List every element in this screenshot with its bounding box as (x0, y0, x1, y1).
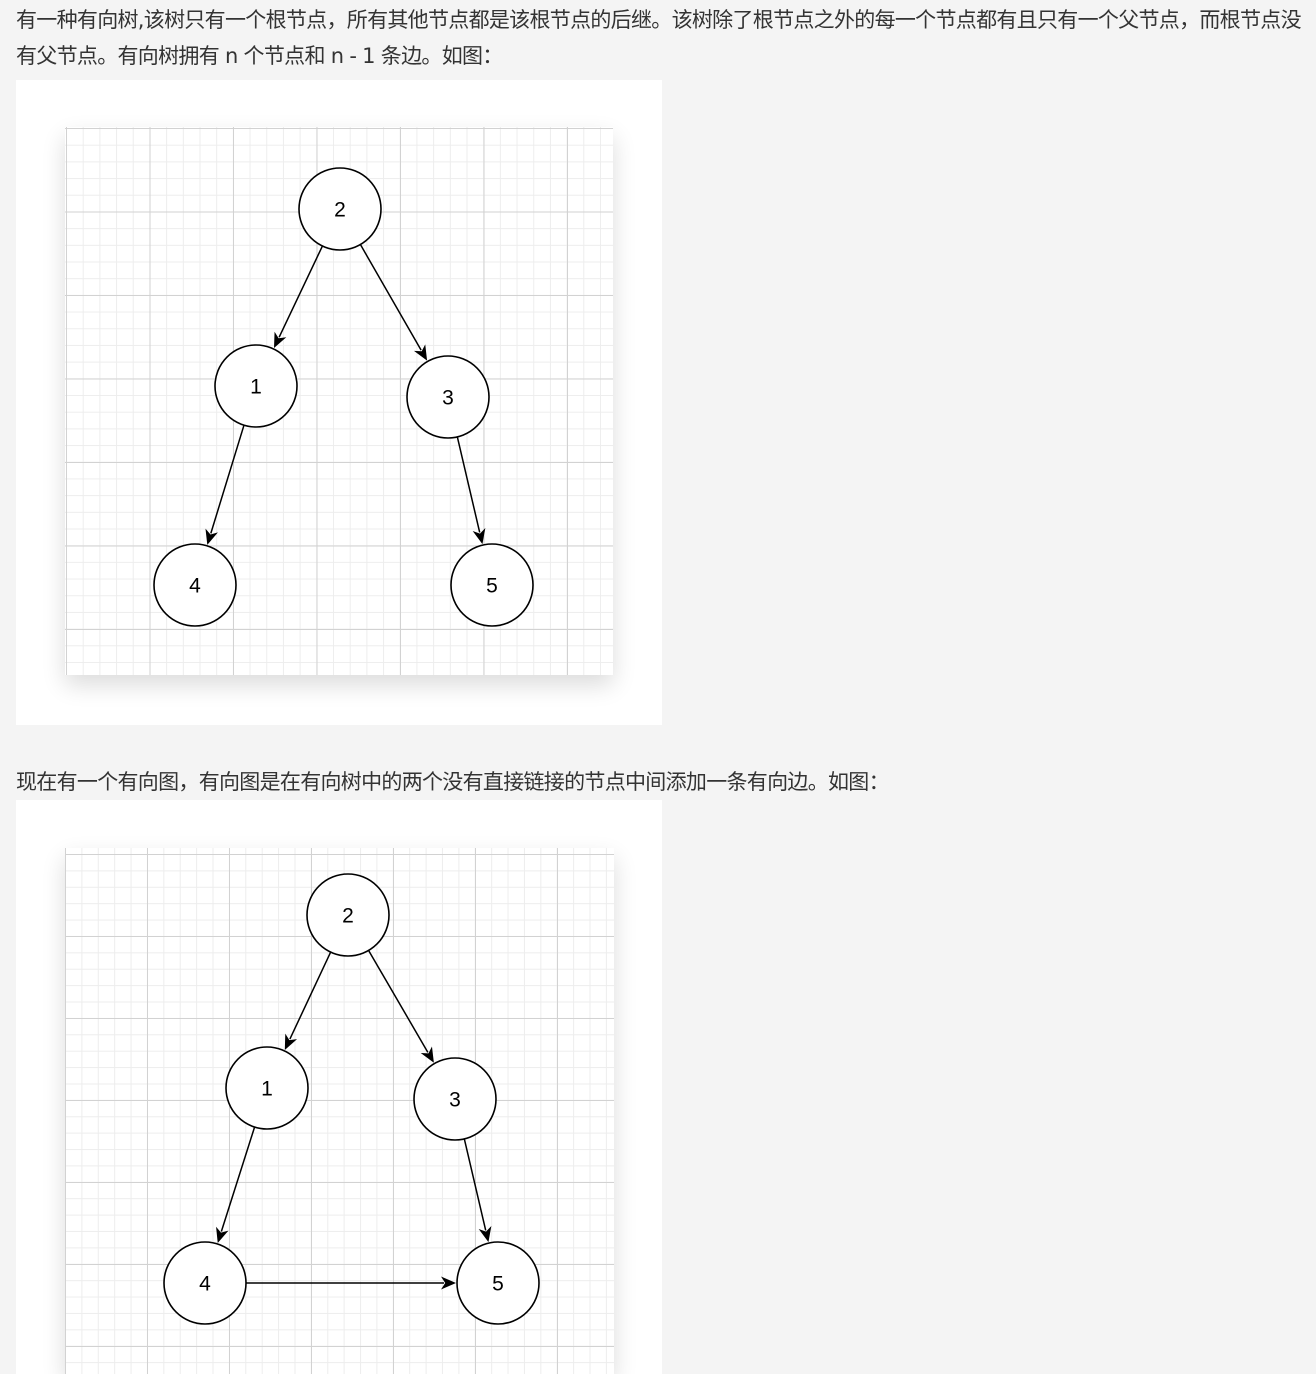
node-circle (214, 344, 298, 428)
node-label: 5 (492, 1273, 504, 1296)
arrowhead-icon (284, 1033, 298, 1050)
edge-1-to-4 (205, 424, 245, 545)
arrowhead-icon (413, 344, 428, 361)
edge-line (367, 950, 429, 1053)
node-2: 2 (298, 167, 382, 251)
node-2: 2 (306, 873, 390, 957)
edge-1-to-4 (216, 1126, 256, 1243)
arrowhead-icon (441, 1276, 456, 1290)
node-label: 1 (250, 376, 262, 399)
edge-2-to-3 (359, 244, 428, 361)
arrowhead-icon (420, 1046, 434, 1063)
node-5: 5 (450, 543, 534, 627)
edge-line (278, 245, 324, 338)
node-label: 2 (342, 905, 354, 928)
node-circle (456, 1241, 540, 1325)
edge-3-to-5 (463, 1138, 492, 1243)
arrowhead-icon (274, 331, 287, 349)
node-5: 5 (456, 1241, 540, 1325)
node-circle (298, 167, 382, 251)
node-4: 4 (153, 543, 237, 627)
node-label: 4 (199, 1273, 211, 1296)
arrowhead-icon (472, 528, 486, 545)
node-circle (225, 1046, 309, 1130)
node-circle (450, 543, 534, 627)
graph-intro-paragraph: 现在有一个有向图，有向图是在有向树中的两个没有直接链接的节点中间添加一条有向边。… (16, 770, 890, 794)
edge-line (289, 951, 332, 1040)
graph-figure: 2 1 3 4 5 (16, 800, 662, 1374)
edge-line (456, 436, 481, 533)
edge-2-to-1 (274, 245, 324, 349)
edge-line (220, 1126, 256, 1232)
edge-3-to-5 (456, 436, 486, 545)
intro-paragraph: 有一种有向树,该树只有一个根节点，所有其他节点都是该根节点的后继。该树除了根节点… (16, 8, 1302, 68)
node-3: 3 (406, 355, 490, 439)
node-label: 3 (442, 387, 454, 410)
tree-figure: 2 1 3 4 5 (16, 80, 662, 725)
node-circle (306, 873, 390, 957)
edge-2-to-1 (284, 951, 332, 1050)
edge-line (359, 244, 422, 351)
node-circle (153, 543, 237, 627)
node-label: 5 (486, 575, 498, 598)
arrowhead-icon (205, 528, 218, 545)
node-circle (406, 355, 490, 439)
node-3: 3 (413, 1057, 497, 1141)
arrowhead-icon (216, 1226, 229, 1243)
node-label: 1 (261, 1078, 273, 1101)
edge-line (463, 1138, 487, 1231)
arrowhead-icon (478, 1226, 492, 1243)
graph-diagram: 2 1 3 4 5 (163, 873, 540, 1325)
edge-2-to-3 (367, 950, 434, 1063)
node-1: 1 (214, 344, 298, 428)
node-circle (413, 1057, 497, 1141)
node-label: 2 (334, 199, 346, 222)
edge-4-to-5 (246, 1276, 456, 1290)
node-4: 4 (163, 1241, 247, 1325)
node-1: 1 (225, 1046, 309, 1130)
node-label: 4 (189, 575, 201, 598)
node-circle (163, 1241, 247, 1325)
tree-diagram: 2 1 3 4 5 (153, 167, 534, 627)
node-label: 3 (449, 1089, 461, 1112)
edge-line (210, 424, 245, 534)
